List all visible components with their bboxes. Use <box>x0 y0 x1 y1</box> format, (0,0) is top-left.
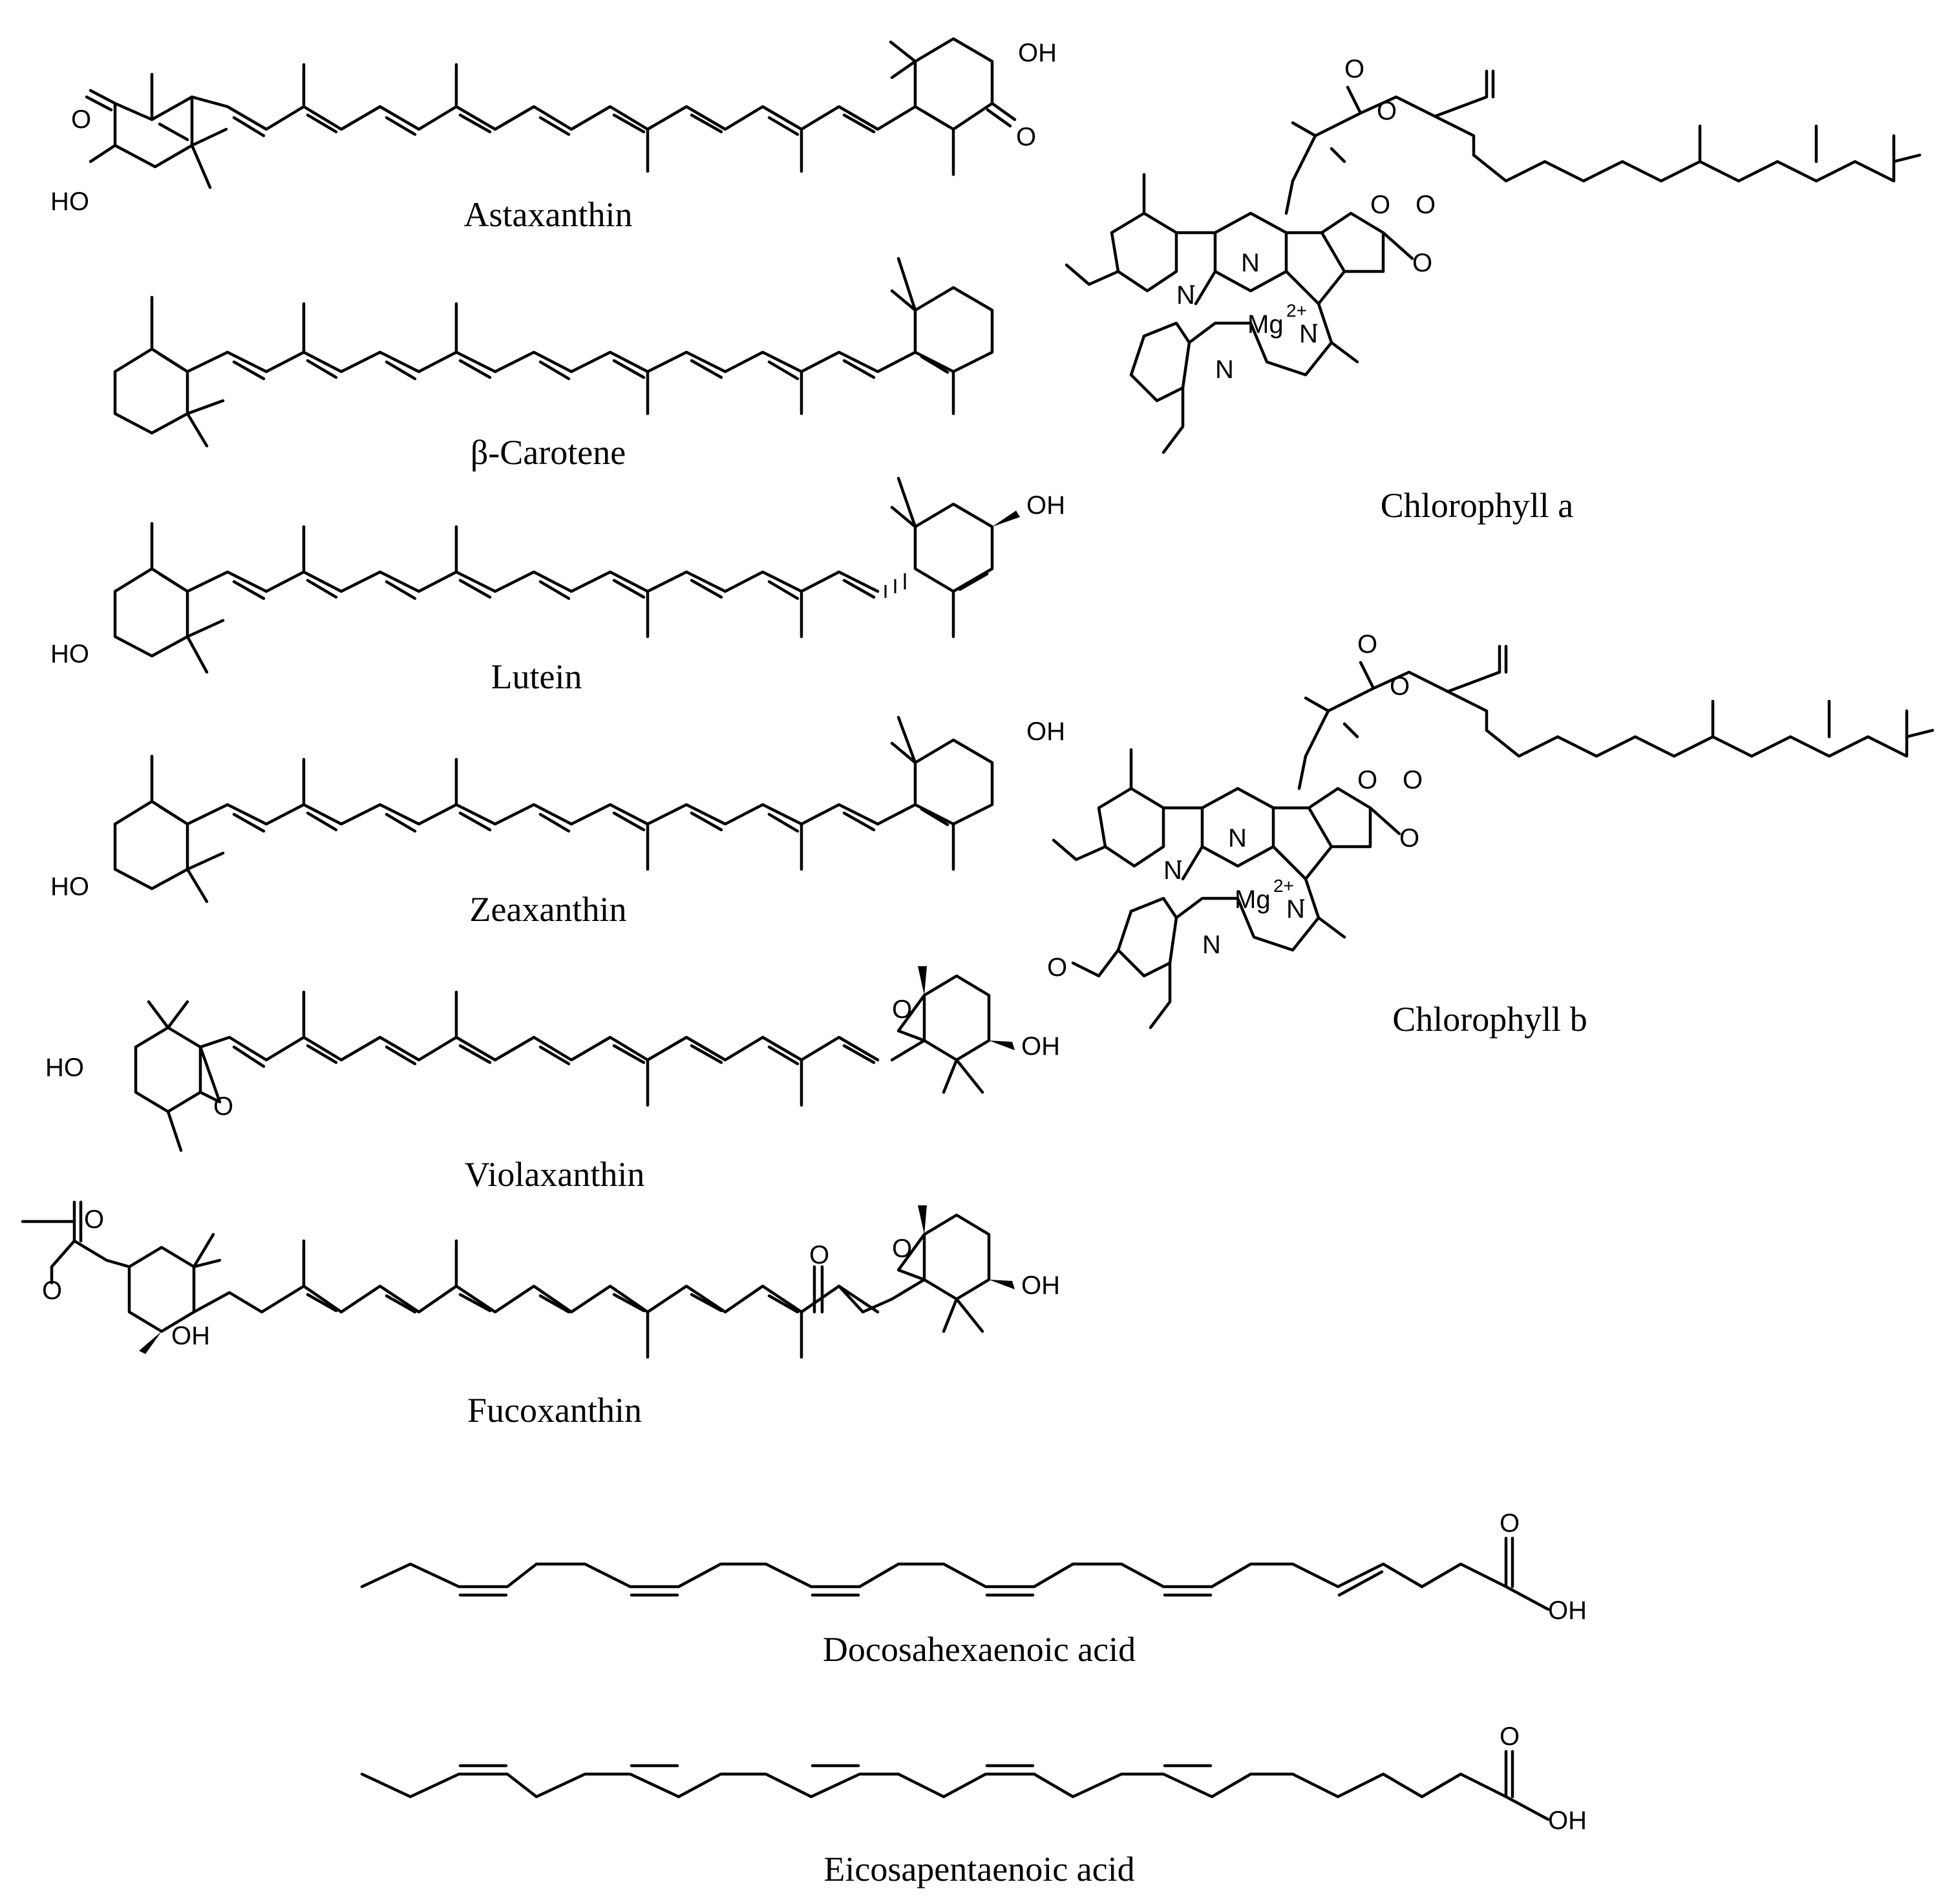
chlorophyll-b-atom-n2: N <box>1163 856 1182 885</box>
fucoxanthin-atom-o3: O <box>809 1241 829 1269</box>
chlorophyll-a-atom-o1: O <box>1344 55 1364 83</box>
chlorophyll-a-atom-o3: O <box>1370 191 1390 219</box>
beta-carotene-name: β-Carotene <box>471 433 626 472</box>
chlorophyll-a-atom-mg: Mg <box>1247 310 1284 339</box>
lutein-atom-oh: OH <box>1026 491 1065 520</box>
chlorophyll-b-structure: O O O O O O N N N N Mg 2+ - - Chlorophyl… <box>1047 630 1935 1039</box>
lutein-structure: HO OH Lutein <box>50 476 1065 696</box>
chlorophyll-b-atom-n3: N <box>1286 895 1305 924</box>
chlorophyll-b-name: Chlorophyll b <box>1392 1000 1587 1039</box>
docosahexaenoic-acid-structure: O OH Docosahexaenoic acid <box>360 1509 1587 1669</box>
chlorophyll-a-atom-o2: O <box>1377 97 1397 125</box>
beta-carotene-structure: β-Carotene <box>113 257 994 472</box>
chlorophyll-b-charge-n2: - <box>1299 889 1305 909</box>
lutein-name: Lutein <box>491 657 582 696</box>
chlorophyll-b-atom-o3: O <box>1357 766 1377 794</box>
epa-atom-o: O <box>1500 1722 1520 1751</box>
violaxanthin-atom-oh: OH <box>1021 1032 1060 1061</box>
dha-atom-o: O <box>1500 1509 1520 1538</box>
astaxanthin-name: Astaxanthin <box>464 195 633 234</box>
zeaxanthin-structure: HO OH Zeaxanthin <box>50 715 1065 929</box>
chlorophyll-b-atom-o4: O <box>1403 766 1423 794</box>
chlorophyll-b-atom-o2: O <box>1390 672 1410 701</box>
docosahexaenoic-acid-name: Docosahexaenoic acid <box>823 1630 1136 1669</box>
fucoxanthin-atom-oh1: OH <box>171 1322 210 1350</box>
astaxanthin-atom-o2: O <box>1016 123 1036 151</box>
chlorophyll-b-atom-n1: N <box>1228 824 1247 852</box>
chlorophyll-a-atom-o4: O <box>1416 191 1436 219</box>
astaxanthin-atom-oh: OH <box>1018 39 1057 67</box>
lutein-atom-ho: HO <box>50 640 89 668</box>
fucoxanthin-atom-o1: O <box>84 1205 104 1234</box>
zeaxanthin-atom-oh: OH <box>1026 717 1065 746</box>
chlorophyll-a-charge-n2: - <box>1312 313 1318 333</box>
chlorophyll-b-atom-o6: O <box>1047 953 1067 982</box>
chlorophyll-b-atom-o5: O <box>1399 824 1419 852</box>
epa-atom-oh: OH <box>1548 1806 1587 1835</box>
astaxanthin-atom-o1: O <box>71 105 91 134</box>
violaxanthin-atom-ho: HO <box>45 1053 84 1082</box>
violaxanthin-name: Violaxanthin <box>465 1155 645 1194</box>
astaxanthin-atom-ho: HO <box>50 187 89 216</box>
chlorophyll-a-charge-n1: - <box>1189 275 1195 295</box>
astaxanthin-structure: O HO OH O Astaxanthin <box>50 37 1057 234</box>
chlorophyll-a-atom-o5: O <box>1412 249 1432 277</box>
chlorophyll-a-name: Chlorophyll a <box>1381 486 1574 525</box>
violaxanthin-atom-o1: O <box>213 1092 233 1121</box>
violaxanthin-structure: HO O O OH Violaxanthin <box>45 966 1060 1194</box>
chlorophyll-a-atom-n2: N <box>1176 281 1195 310</box>
fucoxanthin-atom-o2: O <box>42 1276 62 1305</box>
chlorophyll-a-atom-n1: N <box>1241 249 1260 277</box>
chlorophyll-b-atom-n4: N <box>1202 931 1221 959</box>
zeaxanthin-atom-ho: HO <box>50 873 89 901</box>
chlorophyll-b-charge-mg: 2+ <box>1273 876 1294 896</box>
eicosapentaenoic-acid-structure: O OH Eicosapentaenoic acid <box>360 1722 1587 1888</box>
violaxanthin-atom-o2: O <box>892 995 912 1024</box>
chlorophyll-b-atom-mg: Mg <box>1235 885 1271 914</box>
eicosapentaenoic-acid-name: Eicosapentaenoic acid <box>823 1850 1134 1888</box>
chlorophyll-a-atom-n4: N <box>1215 355 1234 384</box>
chlorophyll-a-charge-mg: 2+ <box>1286 301 1307 321</box>
chlorophyll-a-atom-n3: N <box>1299 320 1318 348</box>
chlorophyll-a-structure: O O O O O N N N N Mg 2+ - - Chlorophyll … <box>1065 55 1922 525</box>
fucoxanthin-structure: O O OH O O OH Fucoxanthin <box>21 1200 1060 1430</box>
fucoxanthin-atom-o4: O <box>892 1234 912 1263</box>
chlorophyll-b-atom-o1: O <box>1357 630 1377 659</box>
fucoxanthin-atom-oh2: OH <box>1021 1271 1060 1300</box>
chlorophyll-b-charge-n1: - <box>1176 850 1182 870</box>
zeaxanthin-name: Zeaxanthin <box>470 890 627 929</box>
dha-atom-oh: OH <box>1548 1596 1587 1625</box>
fucoxanthin-name: Fucoxanthin <box>467 1391 642 1430</box>
